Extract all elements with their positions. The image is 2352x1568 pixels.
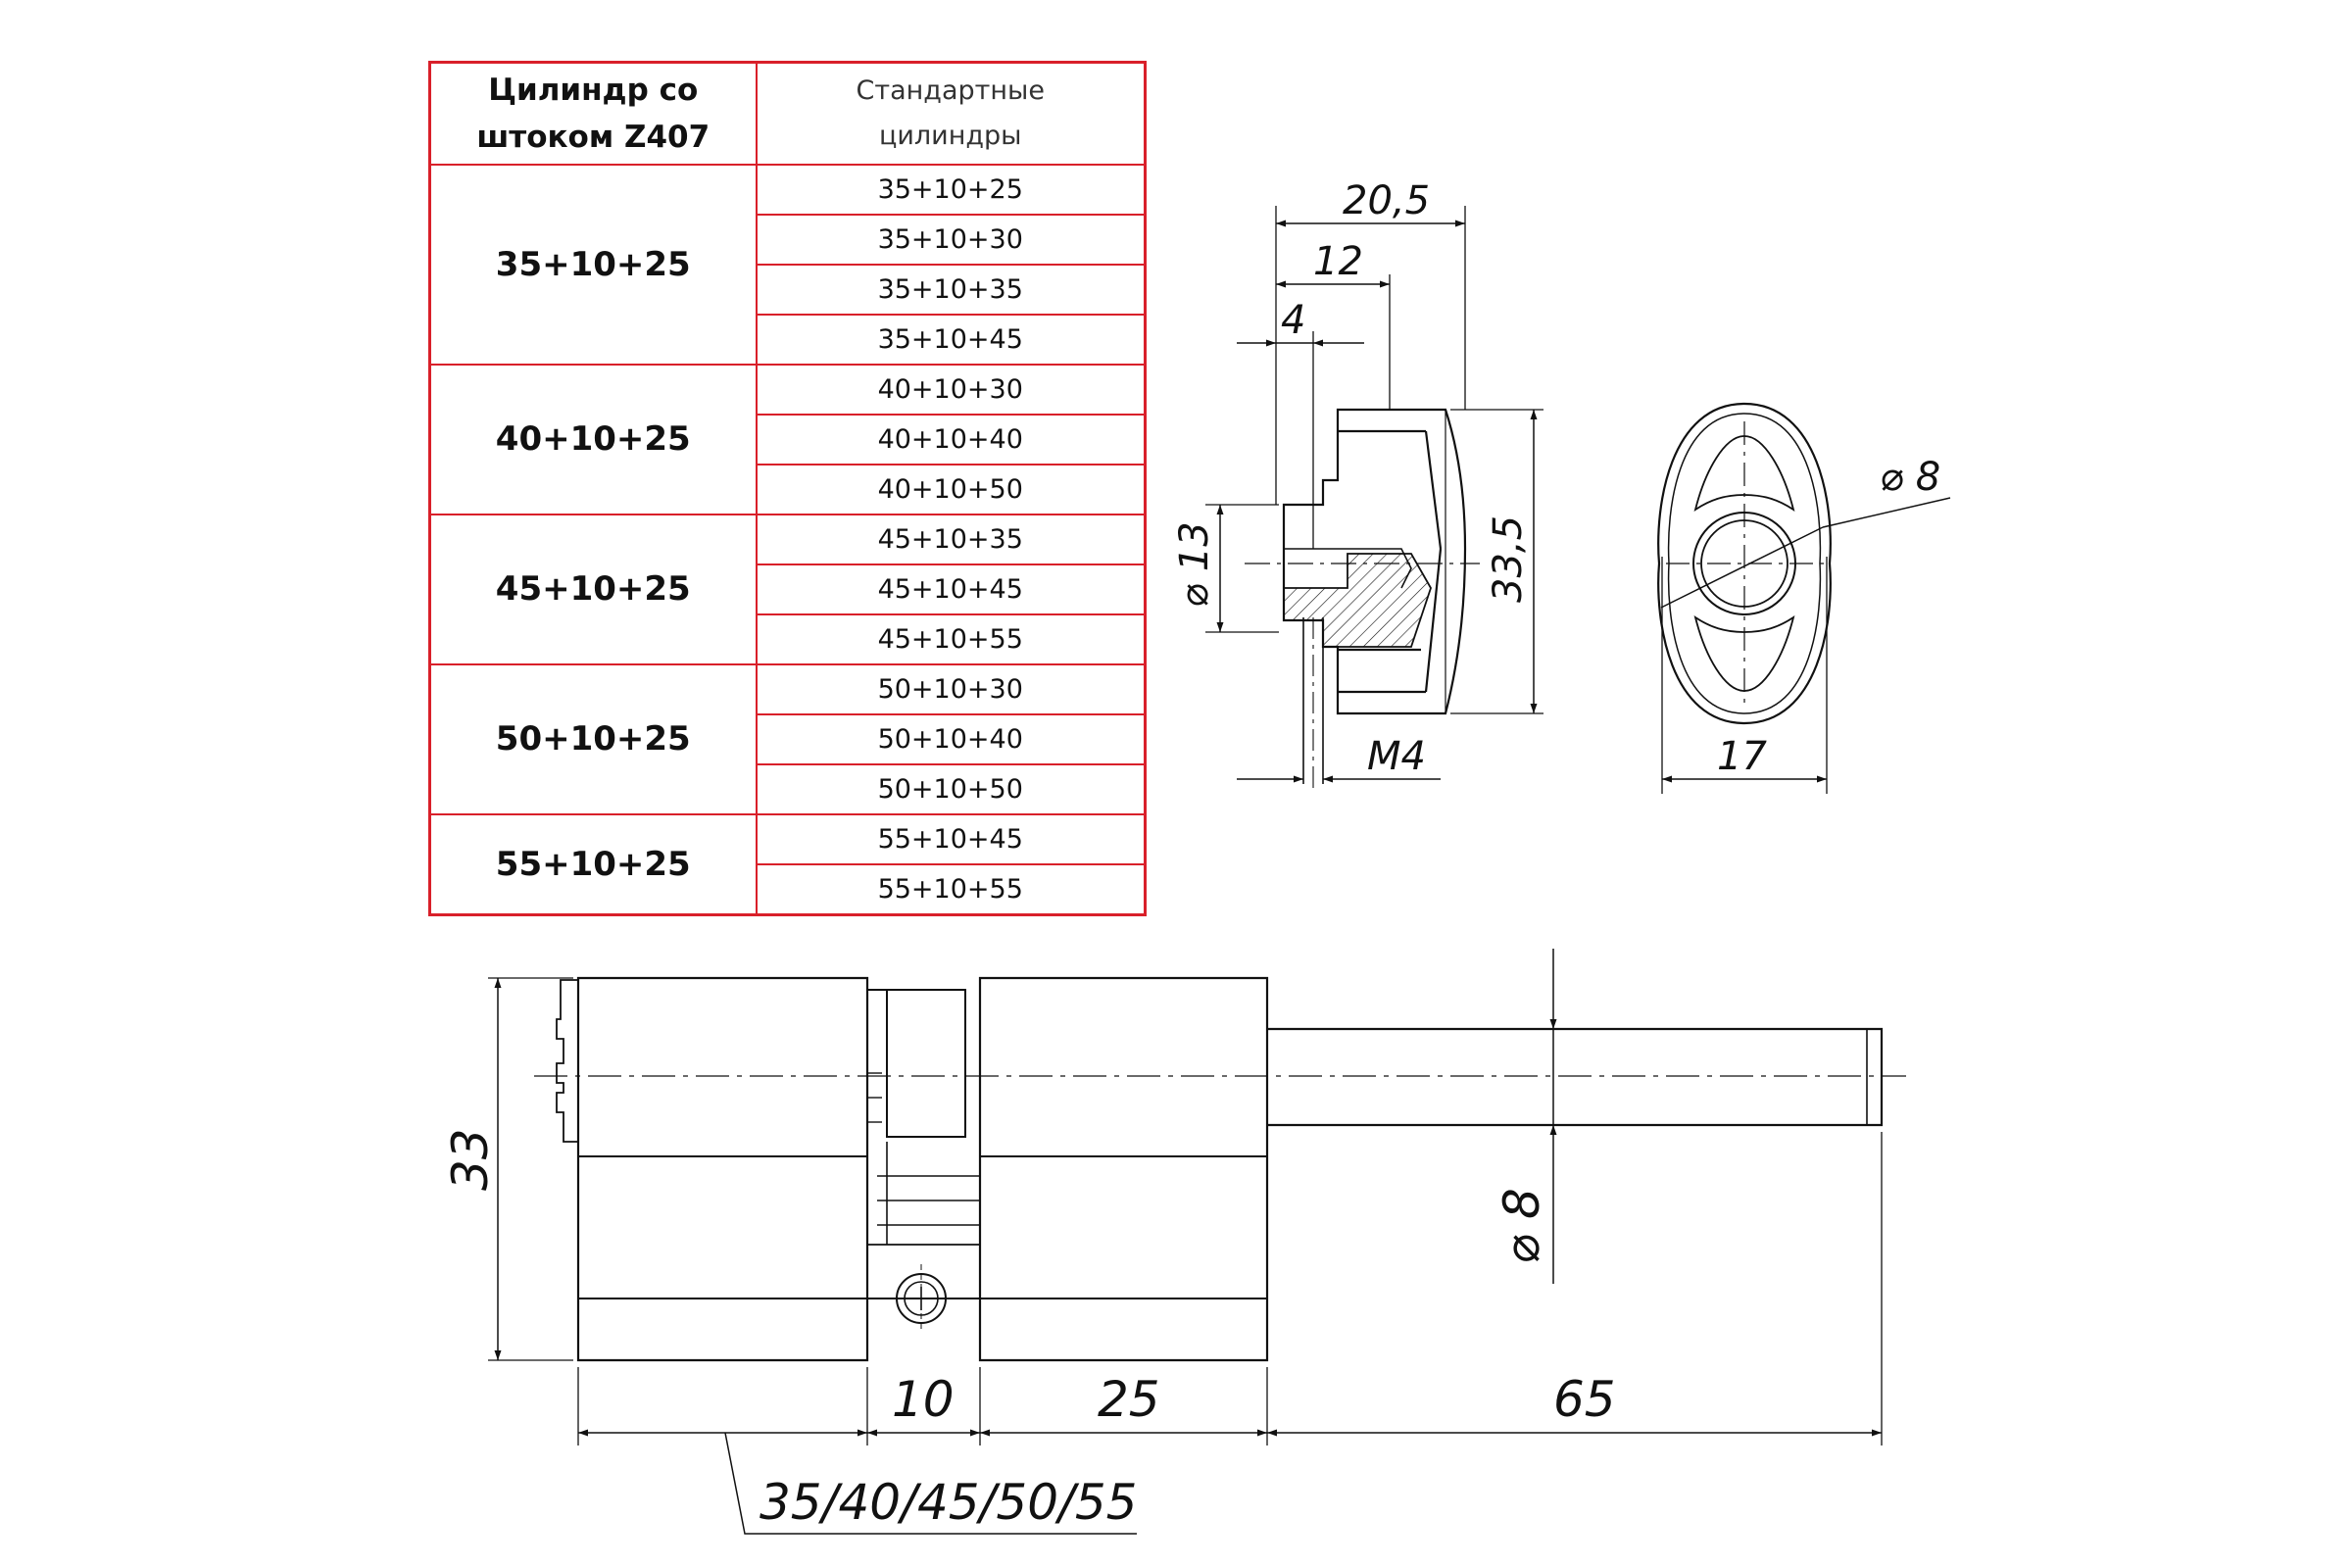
knob-front-outline xyxy=(1657,402,1832,725)
header-left-line1: Цилиндр со xyxy=(488,73,699,109)
dim-front-d8: ⌀ 8 xyxy=(1880,455,1940,500)
rod-cylinder-size: 55+10+25 xyxy=(428,812,758,916)
standard-cylinder-size: 40+10+40 xyxy=(755,413,1147,466)
table-row: 40+10+40 xyxy=(430,413,1147,466)
table-row: 35+10+30 xyxy=(430,214,1147,266)
table-row: 55+10+55 xyxy=(430,862,1147,916)
standard-cylinder-size: 55+10+55 xyxy=(755,862,1147,916)
knob-front-view xyxy=(1657,402,1951,794)
standard-cylinder-size: 45+10+55 xyxy=(755,612,1147,665)
table-row: 35+10+45 xyxy=(430,313,1147,366)
standard-cylinder-size: 35+10+25 xyxy=(755,164,1147,217)
dim-33-5: 33,5 xyxy=(1486,515,1531,603)
knob-front-lower-slot xyxy=(1693,614,1795,692)
standard-cylinder-size: 35+10+45 xyxy=(755,313,1147,366)
header-left-line2: штоком Z407 xyxy=(476,120,710,156)
standard-cylinder-size: 50+10+50 xyxy=(755,762,1147,815)
standard-cylinder-size: 35+10+35 xyxy=(755,264,1147,316)
rod-cylinder-size: 35+10+25 xyxy=(428,164,758,366)
standard-cylinder-size: 40+10+50 xyxy=(755,463,1147,515)
dim-65: 65 xyxy=(1553,1371,1616,1428)
dim-10: 10 xyxy=(892,1371,955,1428)
rod-cylinder-size: 40+10+25 xyxy=(428,363,758,515)
standard-cylinder-size: 50+10+40 xyxy=(755,712,1147,765)
dim-20-5: 20,5 xyxy=(1343,178,1430,223)
table-row: 35+10+35 xyxy=(430,264,1147,316)
table-row: 50+10+50 xyxy=(430,762,1147,815)
dim-rod-d8: ⌀ 8 xyxy=(1494,1188,1550,1264)
cylinder-left-body xyxy=(576,976,869,1362)
dim-m4: M4 xyxy=(1367,734,1426,779)
compatibility-table: Цилиндр со штоком Z407 Стандартные цилин… xyxy=(428,61,1147,916)
standard-cylinder-size: 45+10+45 xyxy=(755,563,1147,615)
dim-12: 12 xyxy=(1313,239,1363,284)
dim-4: 4 xyxy=(1281,298,1305,343)
rod-cylinder-size: 50+10+25 xyxy=(428,662,758,815)
standard-cylinder-size: 55+10+45 xyxy=(755,812,1147,865)
knob-section-hatch xyxy=(1283,553,1432,648)
header-standard-cylinders: Стандартные цилиндры xyxy=(755,61,1147,167)
dim-d13: ⌀ 13 xyxy=(1172,521,1217,608)
standard-cylinder-size: 40+10+30 xyxy=(755,363,1147,416)
table-header-row: Цилиндр со штоком Z407 Стандартные цилин… xyxy=(428,61,1147,167)
dim-front-17: 17 xyxy=(1717,734,1767,779)
knob-front-upper-slot xyxy=(1693,435,1795,513)
cylinder-view xyxy=(488,949,1906,1535)
header-right-line1: Стандартные xyxy=(856,75,1045,107)
standard-cylinder-size: 45+10+35 xyxy=(755,513,1147,565)
knob-side-view xyxy=(1205,206,1544,794)
table-row: 45+10+45 xyxy=(430,563,1147,615)
table-row: 40+10+50 xyxy=(430,463,1147,515)
table-row: 45+10+55 xyxy=(430,612,1147,665)
cylinder-right-body xyxy=(978,976,1269,1362)
dim-25: 25 xyxy=(1098,1371,1160,1428)
standard-cylinder-size: 50+10+30 xyxy=(755,662,1147,715)
header-right-line2: цилиндры xyxy=(878,121,1022,152)
dim-length-options: 35/40/45/50/55 xyxy=(760,1474,1138,1531)
rod-cylinder-size: 45+10+25 xyxy=(428,513,758,665)
cylinder-rod xyxy=(1267,1027,1884,1127)
standard-cylinder-size: 35+10+30 xyxy=(755,214,1147,266)
table-row: 50+10+40 xyxy=(430,712,1147,765)
dim-33: 33 xyxy=(442,1128,499,1191)
header-rod-cylinder: Цилиндр со штоком Z407 xyxy=(428,61,758,167)
